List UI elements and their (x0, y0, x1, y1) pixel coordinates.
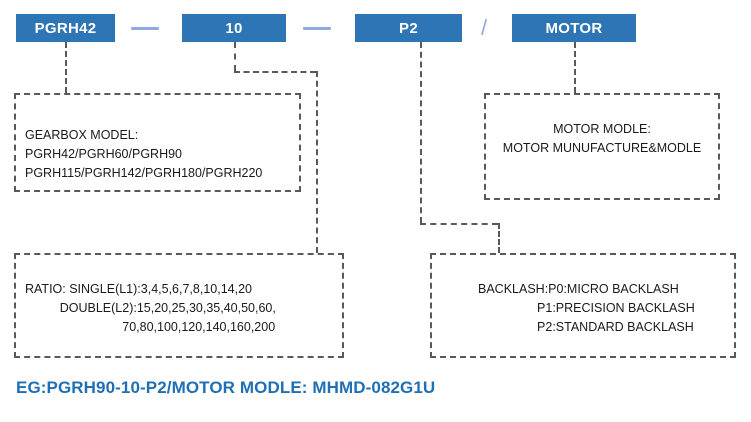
description-box-gearbox (14, 93, 301, 192)
separator-dash-1 (131, 27, 159, 30)
connector-motor (574, 42, 576, 93)
description-text-motor: MOTOR MODLE: MOTOR MUNUFACTURE&MODLE (502, 122, 702, 155)
code-box-motor-label: MOTOR (545, 19, 603, 37)
separator-slash: / (481, 15, 488, 40)
connector-ratio-segment-2 (234, 71, 316, 73)
connector-backlash-segment-1 (420, 42, 422, 223)
description-box-ratio (14, 253, 344, 358)
code-box-backlash-label: P2 (399, 19, 418, 37)
connector-backlash-segment-2 (420, 223, 498, 225)
connector-ratio-segment-3 (316, 71, 318, 253)
code-box-motor[interactable]: MOTOR (512, 14, 636, 42)
code-box-gearbox-label: PGRH42 (34, 19, 97, 37)
description-text-gearbox: GEARBOX MODEL: PGRH42/PGRH60/PGRH90 PGRH… (25, 128, 263, 180)
code-box-gearbox[interactable]: PGRH42 (16, 14, 115, 42)
description-text-ratio: RATIO: SINGLE(L1):3,4,5,6,7,8,10,14,20 D… (25, 282, 276, 334)
description-box-backlash (430, 253, 736, 358)
connector-ratio-segment-1 (234, 42, 236, 71)
separator-dash-2 (303, 27, 331, 30)
connector-gearbox (65, 42, 67, 93)
code-box-backlash[interactable]: P2 (355, 14, 462, 42)
code-box-ratio[interactable]: 10 (182, 14, 286, 42)
description-box-motor (484, 93, 720, 200)
connector-backlash-segment-3 (498, 223, 500, 253)
description-text-backlash: BACKLASH:P0:MICRO BACKLASH P1:PRECISION … (478, 282, 695, 334)
code-box-ratio-label: 10 (225, 19, 243, 37)
example-caption: EG:PGRH90-10-P2/MOTOR MODLE: MHMD-082G1U (16, 378, 436, 397)
